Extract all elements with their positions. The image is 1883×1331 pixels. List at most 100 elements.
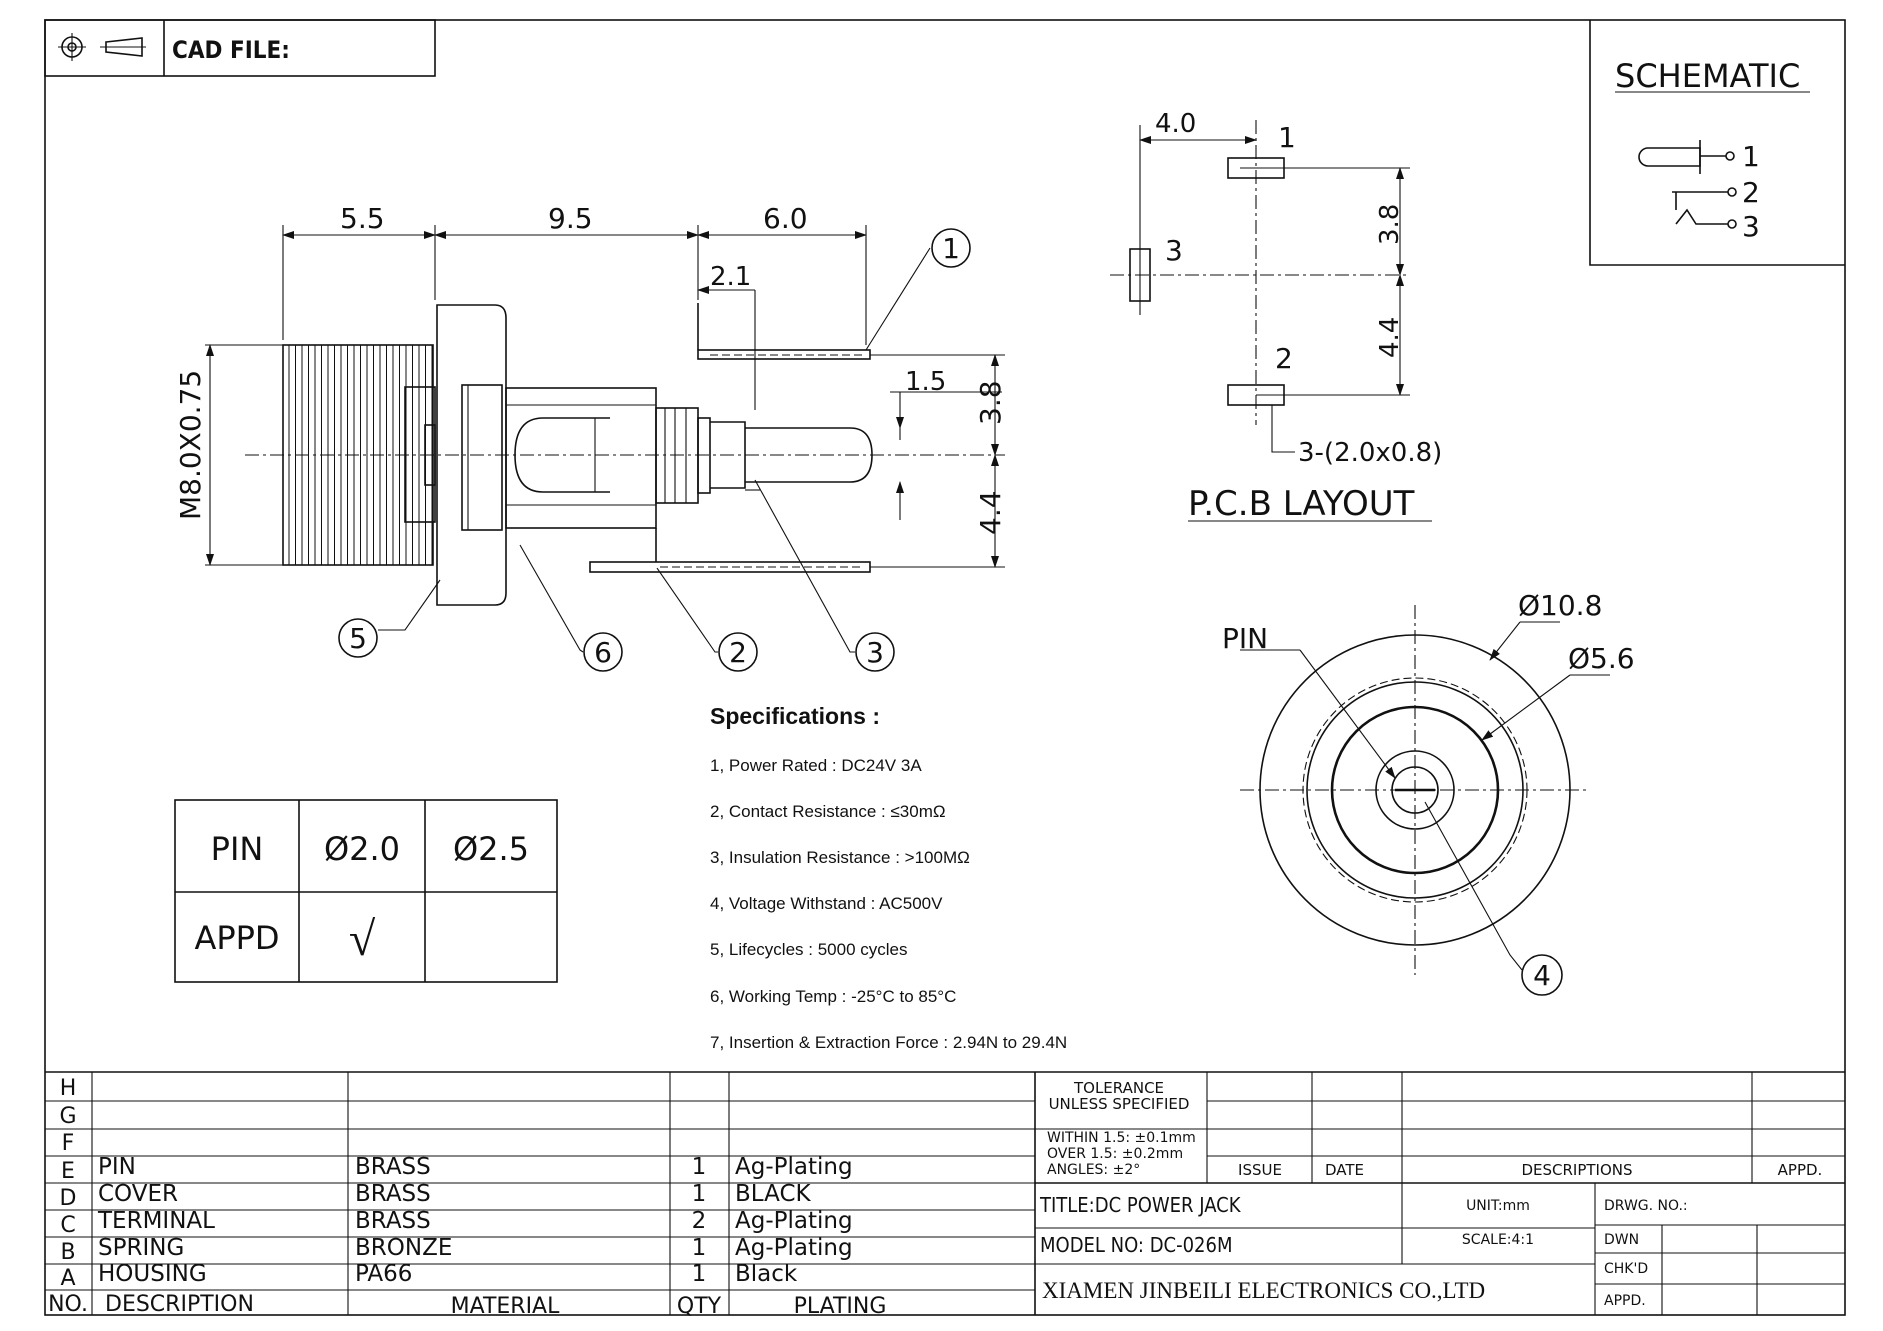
- pin-table-dia-2-5: Ø2.5: [453, 830, 529, 868]
- pcb-dim-3-8: 3.8: [1375, 204, 1405, 245]
- side-view: 5.5 9.5 6.0 2.1 1.5 3.8 4.4 M8.0X0.75 1 …: [174, 202, 1007, 672]
- callout-5: 5: [349, 622, 367, 655]
- bom-qty: 1: [692, 1235, 707, 1261]
- bom-letter: F: [62, 1131, 75, 1156]
- bom-plating: Ag-Plating: [735, 1208, 853, 1234]
- model-number: MODEL NO: DC-026M: [1040, 1233, 1232, 1257]
- schematic-pin-3: 3: [1742, 210, 1760, 243]
- pin-table-check: √: [349, 913, 376, 966]
- tolerance-line-2: OVER 1.5: ±0.2mm: [1047, 1146, 1183, 1162]
- drawing-frame: [44, 19, 1846, 1316]
- bom-plating: BLACK: [735, 1181, 812, 1207]
- bom-description: PIN: [98, 1154, 136, 1180]
- callout-1: 1: [942, 232, 960, 265]
- spec-item: 3, Insulation Resistance : >100MΩ: [710, 848, 970, 867]
- bom-description: SPRING: [98, 1235, 184, 1261]
- terminal-2: [589, 528, 871, 573]
- bom-letter: H: [60, 1076, 77, 1101]
- pcb-pin-2: 2: [1275, 342, 1293, 375]
- callout-3: 3: [866, 636, 884, 669]
- schematic-pin-1: 1: [1742, 140, 1760, 173]
- approved-by-label: APPD.: [1604, 1293, 1646, 1309]
- company-name: XIAMEN JINBEILI ELECTRONICS CO.,LTD: [1042, 1278, 1485, 1303]
- pcb-hole-note: 3-(2.0x0.8): [1298, 438, 1442, 468]
- pcb-dim-4-0: 4.0: [1155, 109, 1196, 139]
- bom-material: BRASS: [355, 1181, 431, 1207]
- side-callouts: [338, 228, 971, 672]
- dim-1-5: 1.5: [905, 367, 946, 397]
- drawn-by-label: DWN: [1604, 1232, 1639, 1248]
- date-header: DATE: [1325, 1161, 1364, 1179]
- front-inner-dia: Ø5.6: [1568, 642, 1635, 675]
- checked-by-label: CHK'D: [1604, 1261, 1648, 1277]
- housing-body: [505, 387, 657, 529]
- threaded-barrel: [282, 344, 436, 566]
- inner-barrel-circle: [1330, 705, 1500, 875]
- pcb-pin-3: 3: [1165, 234, 1183, 267]
- dim-3-8: 3.8: [974, 380, 1007, 425]
- tolerance-title-1: TOLERANCE: [1073, 1079, 1164, 1097]
- dim-9-5: 9.5: [548, 202, 593, 235]
- outer-circle: [1259, 634, 1571, 946]
- pin-table: PIN Ø2.0 Ø2.5 APPD √: [174, 799, 558, 983]
- appd-header: APPD.: [1778, 1161, 1823, 1179]
- drawing-number-label: DRWG. NO.:: [1604, 1198, 1688, 1214]
- spec-item: 1, Power Rated : DC24V 3A: [710, 756, 922, 775]
- title-block: TOLERANCE UNLESS SPECIFIED WITHIN 1.5: ±…: [1035, 1072, 1845, 1315]
- spec-item: 2, Contact Resistance : ≤30mΩ: [710, 802, 946, 821]
- schematic-box: SCHEMATIC 1 2 3: [1589, 20, 1845, 266]
- bom-table: [45, 1071, 1845, 1315]
- callout-6: 6: [594, 636, 612, 669]
- bom-letter: A: [60, 1266, 75, 1291]
- bom-description: TERMINAL: [97, 1208, 215, 1234]
- projection-symbol-icon: [58, 33, 146, 61]
- bom-material: PA66: [355, 1261, 412, 1287]
- front-pin-label: PIN: [1222, 622, 1268, 655]
- header-box: CAD FILE:: [44, 19, 436, 77]
- cad-file-label: CAD FILE:: [172, 36, 290, 64]
- specifications: Specifications : 1, Power Rated : DC24V …: [710, 703, 1067, 1052]
- pcb-dim-4-4: 4.4: [1375, 317, 1405, 358]
- bom-header-material: MATERIAL: [451, 1294, 560, 1319]
- pcb-hole-1: [1227, 157, 1285, 179]
- unit-label: UNIT:mm: [1466, 1198, 1530, 1214]
- spec-item: 4, Voltage Withstand : AC500V: [710, 894, 943, 913]
- callout-4: 4: [1533, 959, 1551, 992]
- flange: [436, 304, 507, 606]
- bom-plating: Ag-Plating: [735, 1235, 853, 1261]
- schematic-title: SCHEMATIC: [1615, 57, 1800, 95]
- dim-2-1: 2.1: [710, 262, 751, 292]
- spec-item: 5, Lifecycles : 5000 cycles: [710, 940, 907, 959]
- bom-material: BRASS: [355, 1208, 431, 1234]
- bom-qty: 1: [692, 1181, 707, 1207]
- spec-item: 7, Insertion & Extraction Force : 2.94N …: [710, 1033, 1067, 1052]
- schematic-pin-2: 2: [1742, 176, 1760, 209]
- descriptions-header: DESCRIPTIONS: [1521, 1161, 1632, 1179]
- side-dimensions: [205, 225, 1005, 568]
- dim-6-0: 6.0: [763, 202, 808, 235]
- center-pin-circle: [1391, 766, 1439, 814]
- bom-header-plating: PLATING: [794, 1294, 887, 1319]
- terminal-1: [697, 303, 871, 360]
- bom-letter: D: [60, 1186, 77, 1211]
- pcb-hole-3: [1129, 248, 1151, 302]
- bom-row-letters: H G F E D C B A: [59, 1076, 76, 1291]
- rear-contact-stack: [655, 407, 873, 504]
- drawing-title: TITLE:DC POWER JACK: [1039, 1193, 1242, 1217]
- bom-header-qty: QTY: [677, 1294, 722, 1319]
- bom-description: COVER: [98, 1181, 178, 1207]
- front-view: PIN Ø10.8 Ø5.6 4: [1222, 589, 1635, 996]
- dim-4-4: 4.4: [974, 490, 1007, 535]
- pcb-hole-2: [1227, 384, 1285, 406]
- spec-item: 6, Working Temp : -25°C to 85°C: [710, 987, 956, 1006]
- bom-letter: C: [60, 1213, 75, 1238]
- bom-plating: Black: [735, 1261, 798, 1287]
- bom-qty: 2: [692, 1208, 707, 1234]
- tolerance-line-3: ANGLES: ±2°: [1047, 1162, 1140, 1178]
- bom-plating: Ag-Plating: [735, 1154, 853, 1180]
- bom-qty: 1: [692, 1154, 707, 1180]
- pcb-layout: 4.0 3.8 4.4 1 2 3 3-(2.0x0.8) P.C.B LAYO…: [1110, 109, 1442, 524]
- bom-header-row: NO. DESCRIPTION MATERIAL QTY PLATING: [48, 1292, 886, 1319]
- dim-5-5: 5.5: [340, 202, 385, 235]
